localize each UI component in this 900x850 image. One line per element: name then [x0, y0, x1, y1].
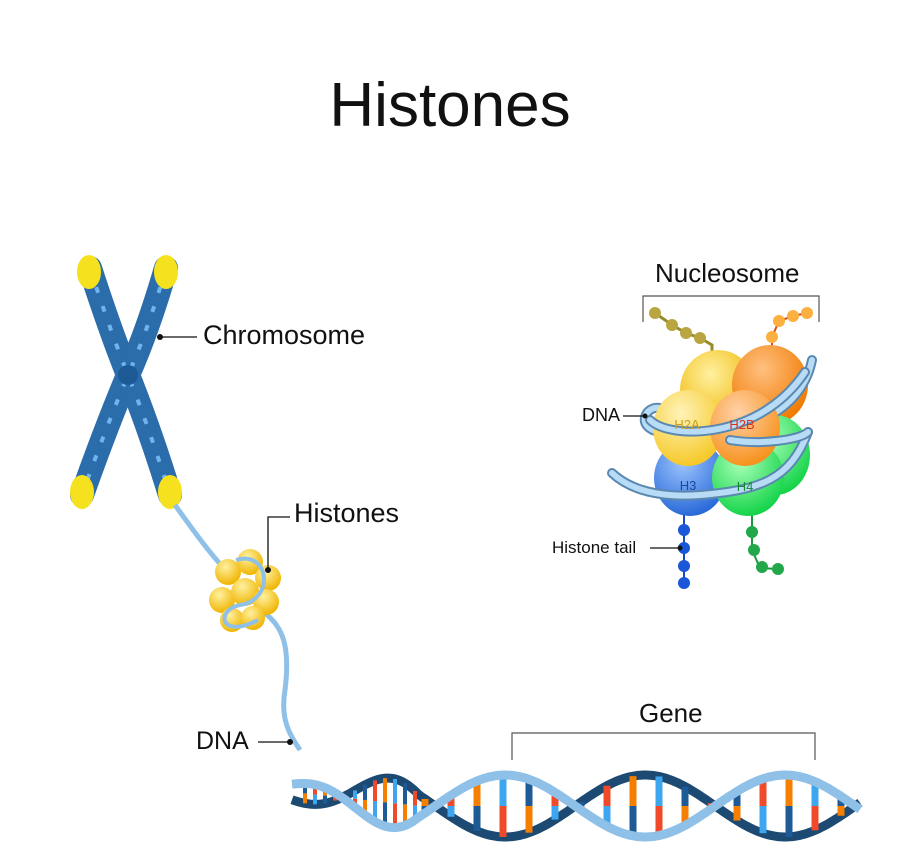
- label-h2b: H2B: [729, 417, 754, 432]
- nucleosome-bracket: [642, 295, 820, 322]
- dna-label: DNA: [196, 727, 249, 755]
- page-title: Histones: [329, 71, 571, 140]
- dna-backbone-light: [291, 770, 863, 842]
- chromosome: [70, 255, 182, 509]
- dna-double-helix: [290, 770, 863, 842]
- gene-label: Gene: [639, 698, 703, 728]
- label-h2a: H2A: [674, 417, 700, 432]
- histone-tail-label: Histone tail: [552, 538, 637, 557]
- label-h3: H3: [680, 478, 697, 493]
- nucleosome-label: Nucleosome: [655, 258, 800, 288]
- histone-cluster: [209, 549, 281, 632]
- chromosome-label: Chromosome: [203, 320, 366, 350]
- nucleosome-dna-label: DNA: [582, 405, 621, 425]
- histones-leader: [267, 516, 290, 570]
- histones-label: Histones: [294, 498, 400, 528]
- label-h4: H4: [737, 479, 754, 494]
- nucleosome: H2A H2B H3 H4: [607, 295, 820, 589]
- gene-bracket: [511, 732, 816, 760]
